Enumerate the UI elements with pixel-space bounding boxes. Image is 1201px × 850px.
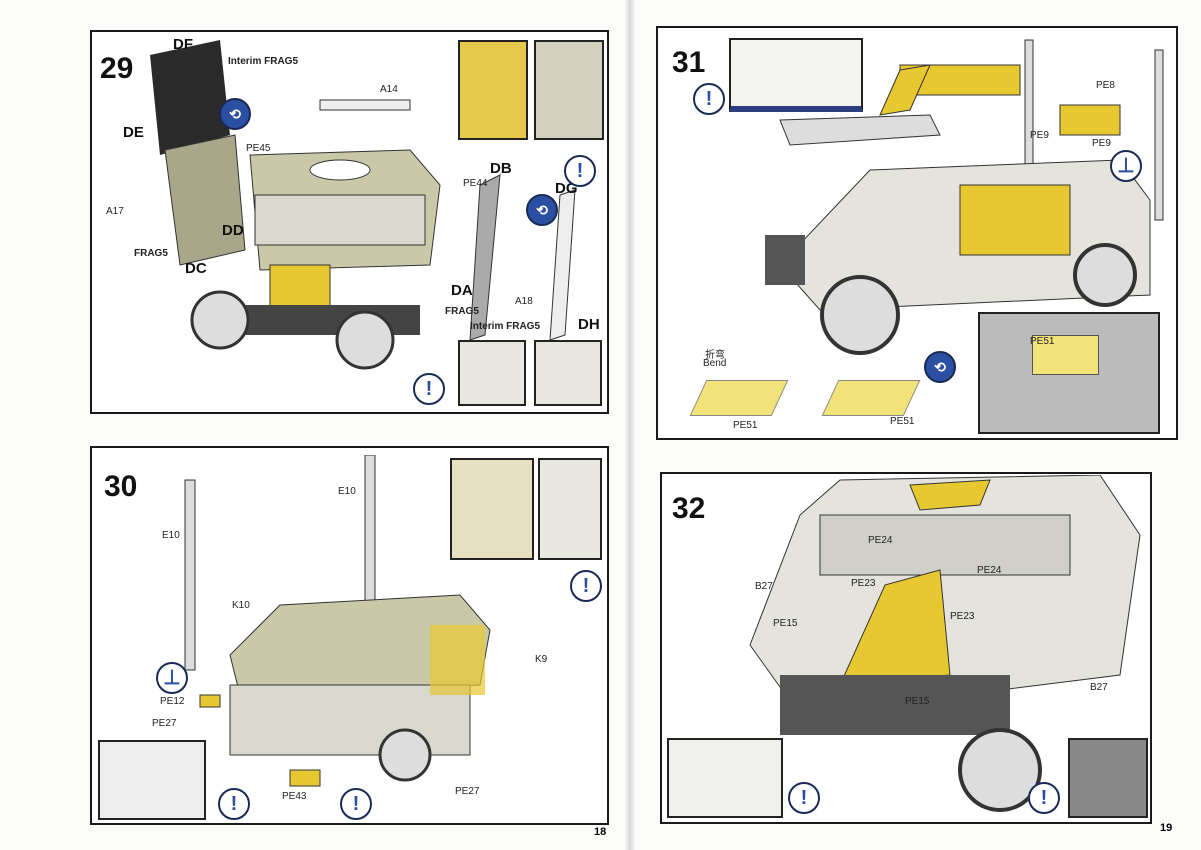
part-label: PE51 xyxy=(733,420,758,431)
part-label: Interim FRAG5 xyxy=(228,56,299,67)
part-label: DF xyxy=(173,36,193,53)
step-32-number: 32 xyxy=(672,492,706,525)
part-label: K9 xyxy=(535,654,548,665)
step-29-vehicle-illustration xyxy=(150,40,576,370)
rotate-icon: ⟲ xyxy=(526,194,558,226)
page-number: 19 xyxy=(1160,822,1173,834)
step-30-detail-3 xyxy=(98,740,206,820)
part-label: PE44 xyxy=(463,178,488,189)
glue-icon: ⊥ xyxy=(1110,150,1142,182)
part-label: PE15 xyxy=(773,618,798,629)
page-fold xyxy=(624,0,636,850)
step-32-detail-2 xyxy=(1068,738,1148,818)
step-32-detail-1 xyxy=(667,738,783,818)
part-label: PE27 xyxy=(455,786,480,797)
part-label: FRAG5 xyxy=(134,248,168,259)
page-number: 18 xyxy=(594,826,607,838)
part-label: PE27 xyxy=(152,718,177,729)
part-label: DC xyxy=(185,260,207,277)
attention-icon: ! xyxy=(570,570,602,602)
bend-label-cn: 折弯 xyxy=(705,350,725,361)
part-label: PE51 xyxy=(1030,336,1055,347)
step-29-detail-3 xyxy=(458,340,526,406)
step-31-number: 31 xyxy=(672,46,706,79)
part-label: K10 xyxy=(232,600,250,611)
attention-icon: ! xyxy=(1028,782,1060,814)
part-label: PE8 xyxy=(1096,80,1115,91)
step-29-detail-1 xyxy=(458,40,528,140)
part-label: DA xyxy=(451,282,473,299)
step-29-number: 29 xyxy=(100,52,134,85)
attention-icon: ! xyxy=(413,373,445,405)
part-label: E10 xyxy=(162,530,180,541)
part-label: PE12 xyxy=(160,696,185,707)
bend-label: Bend xyxy=(703,358,727,369)
part-label: PE24 xyxy=(868,535,893,546)
part-label: PE23 xyxy=(950,611,975,622)
attention-icon: ! xyxy=(788,782,820,814)
part-label: A14 xyxy=(380,84,398,95)
step-30-detail-1 xyxy=(450,458,534,560)
step-30-number: 30 xyxy=(104,470,138,503)
step-31-detail-1 xyxy=(729,38,863,112)
attention-icon: ! xyxy=(564,155,596,187)
part-label: Interim FRAG5 xyxy=(470,321,541,332)
part-label: PE9 xyxy=(1092,138,1111,149)
attention-icon: ! xyxy=(693,83,725,115)
step-31-vehicle-illustration xyxy=(765,39,1164,355)
part-label: DE xyxy=(123,124,144,141)
part-label: DD xyxy=(222,222,244,239)
step-29-detail-2 xyxy=(534,40,604,140)
part-label: E10 xyxy=(338,486,356,497)
part-label: A17 xyxy=(106,206,124,217)
part-label: PE9 xyxy=(1030,130,1049,141)
attention-icon: ! xyxy=(218,788,250,820)
attention-icon: ! xyxy=(340,788,372,820)
rotate-icon: ⟲ xyxy=(219,98,251,130)
part-label: DH xyxy=(578,316,600,333)
part-label: B27 xyxy=(1090,682,1108,693)
part-label: B27 xyxy=(755,581,773,592)
rotate-icon: ⟲ xyxy=(924,351,956,383)
step-30-vehicle-illustration xyxy=(184,455,491,787)
part-label: A18 xyxy=(515,296,533,307)
part-label: FRAG5 xyxy=(445,306,479,317)
part-label: DB xyxy=(490,160,512,177)
part-label: PE24 xyxy=(977,565,1002,576)
part-label: PE51 xyxy=(890,416,915,427)
part-label: PE15 xyxy=(905,696,930,707)
step-30-detail-2 xyxy=(538,458,602,560)
part-label: PE23 xyxy=(851,578,876,589)
step-32-vehicle-illustration xyxy=(749,475,1141,812)
glue-icon: ⊥ xyxy=(156,662,188,694)
part-label: PE43 xyxy=(282,791,307,802)
step-29-detail-4 xyxy=(534,340,602,406)
part-label: PE45 xyxy=(246,143,271,154)
